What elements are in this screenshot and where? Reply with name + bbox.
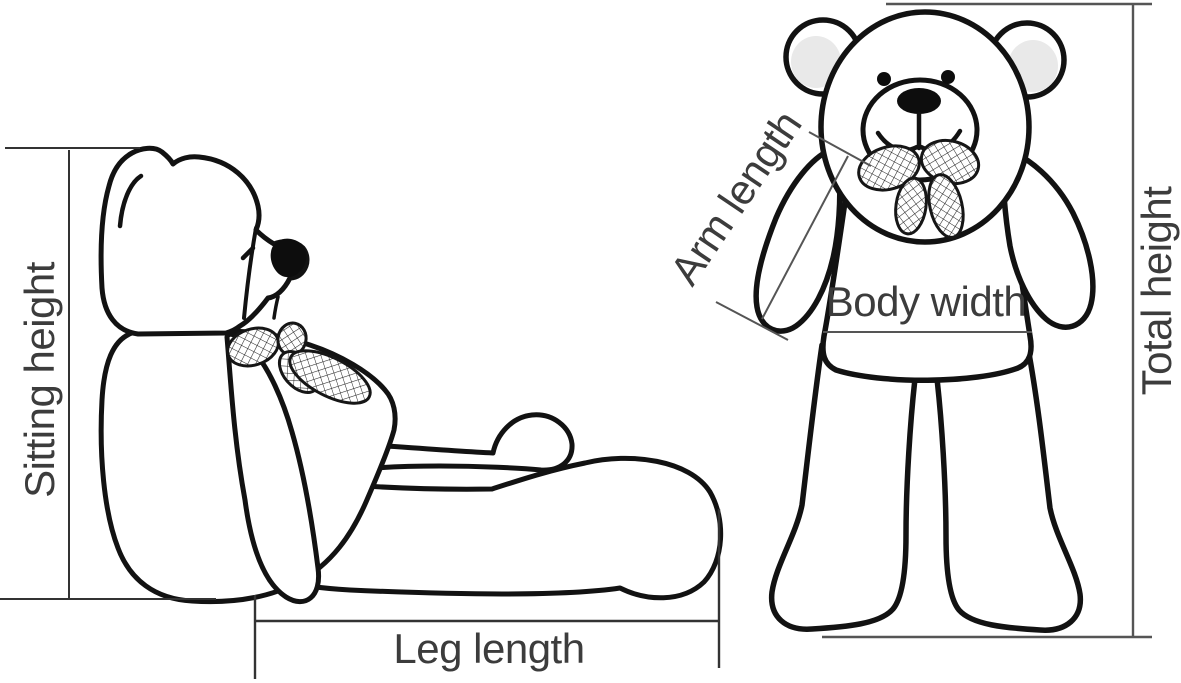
side-bear-bow bbox=[226, 321, 372, 405]
front-bear-left-leg bbox=[768, 342, 919, 632]
side-bear-cheek-line bbox=[242, 226, 258, 320]
leg-length-label: Leg length bbox=[393, 625, 585, 672]
arm-length-line bbox=[715, 131, 872, 341]
front-bear-bow bbox=[857, 138, 981, 239]
measurement-lines bbox=[0, 2, 1152, 679]
front-bear-right-eye bbox=[941, 70, 955, 84]
front-bear-left-eye bbox=[877, 72, 891, 86]
front-bear-left-inner-ear bbox=[791, 36, 841, 88]
side-bear-upper-leg bbox=[327, 412, 575, 476]
side-bear-inner-ear bbox=[117, 173, 144, 229]
side-bear-lower-leg bbox=[282, 455, 724, 601]
front-view-standing-teddy-bear bbox=[753, 9, 1096, 633]
leg-length-line bbox=[253, 509, 721, 679]
side-bear-chin-line bbox=[272, 295, 280, 320]
side-bear-nose bbox=[270, 238, 307, 278]
sitting-height-line bbox=[0, 147, 216, 600]
front-bear-nose bbox=[897, 88, 941, 114]
side-view-sitting-teddy-bear bbox=[98, 145, 724, 605]
sitting-height-label: Sitting height bbox=[16, 262, 63, 498]
front-bear-right-leg bbox=[933, 345, 1084, 633]
total-height-line bbox=[822, 2, 1152, 639]
body-width-label: Body width bbox=[825, 278, 1027, 325]
total-height-label: Total height bbox=[1133, 186, 1180, 396]
side-bear-head bbox=[98, 145, 310, 337]
